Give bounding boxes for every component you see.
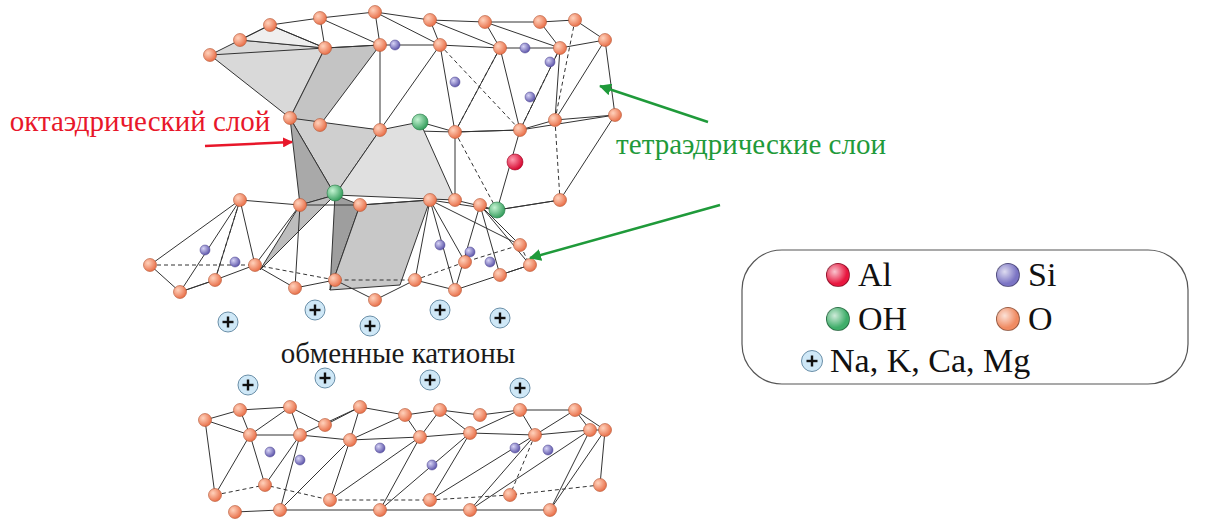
legend-text: Na, K, Ca, Mg [830, 342, 1030, 380]
legend-swatch [996, 263, 1020, 287]
legend-entry: OH [826, 300, 907, 338]
legend-swatch [826, 263, 850, 287]
legend-text: OH [858, 300, 907, 338]
legend-text: Si [1028, 256, 1056, 294]
legend-entry: Na, K, Ca, Mg [800, 342, 1030, 380]
legend-swatch [826, 307, 850, 331]
legend-swatch [996, 307, 1020, 331]
legend-text: O [1028, 300, 1053, 338]
layer-label: октаэдрический слой [4, 104, 276, 139]
legend-entry: Si [996, 256, 1056, 294]
legend-entry: Al [826, 256, 892, 294]
legend-text: Al [858, 256, 892, 294]
cation-symbol [800, 349, 824, 373]
layer-label: тетраэдрические слои [606, 127, 896, 162]
cation-label: обменные катионы [218, 336, 578, 371]
legend-entry: O [996, 300, 1053, 338]
